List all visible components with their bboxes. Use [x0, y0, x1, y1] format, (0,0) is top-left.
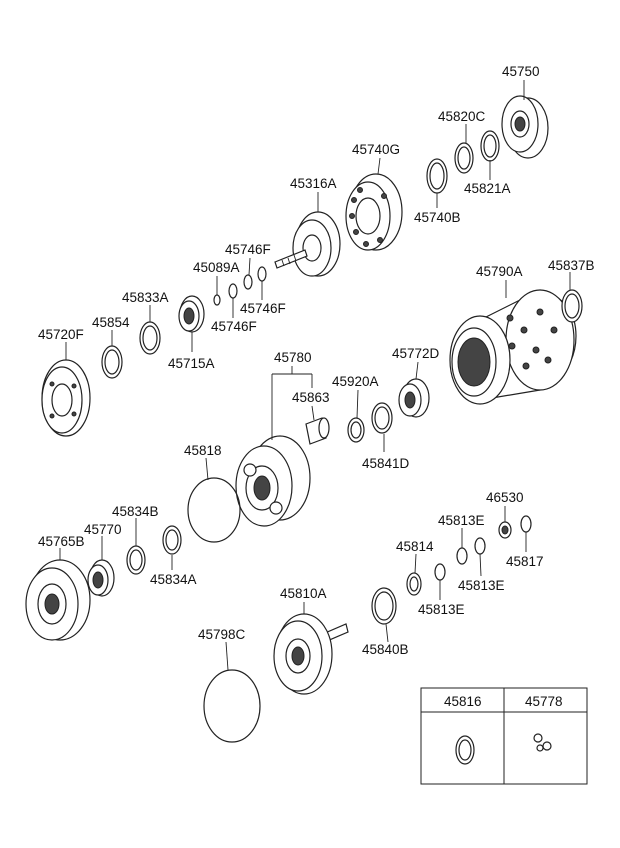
label-45817: 45817 [506, 554, 544, 569]
part-45798C-snap-ring [203, 669, 261, 743]
inset-part-45816-ring [455, 735, 475, 765]
inset-header-45816: 45816 [444, 694, 482, 709]
part-45780-carrier [235, 435, 311, 527]
part-45821A-ring [480, 130, 500, 162]
part-45854-ring [101, 345, 123, 379]
label-45798C: 45798C [198, 627, 246, 642]
label-45715A: 45715A [168, 356, 215, 371]
part-45813E-ring-b [474, 537, 486, 555]
part-45817-ring [520, 515, 532, 533]
part-45833A-ring [139, 321, 161, 355]
part-45740G-drum [345, 173, 403, 251]
label-45818: 45818 [184, 443, 222, 458]
part-45740B-ring [426, 158, 448, 194]
label-45780: 45780 [274, 350, 312, 365]
label-45750: 45750 [502, 64, 540, 79]
part-45790A-drum [449, 289, 577, 405]
label-45820C: 45820C [438, 109, 486, 124]
inset-table: 45816 45778 [420, 687, 588, 785]
part-45089A-clip [213, 294, 221, 306]
label-45834B: 45834B [112, 504, 159, 519]
inset-part-45778-seal [533, 733, 552, 752]
label-45833A: 45833A [122, 290, 169, 305]
part-45316A-drum [274, 211, 341, 277]
part-45720F-disc [41, 359, 91, 437]
part-45772D-bearing [398, 378, 430, 418]
part-45810A-carrier [273, 613, 349, 695]
part-45765B-gear [25, 559, 91, 641]
label-45746F-a: 45746F [225, 242, 271, 257]
part-45715A-bearing [178, 295, 205, 333]
label-45770: 45770 [84, 522, 122, 537]
label-45746F-b: 45746F [240, 301, 286, 316]
part-45837B-ring [561, 289, 583, 323]
part-45746F-ring-c [228, 283, 238, 299]
part-labels: 45750 45820C 45821A 45740G 45740B 45316A… [38, 64, 595, 657]
label-45765B: 45765B [38, 534, 85, 549]
label-45720F: 45720F [38, 327, 84, 342]
part-46530-seal [498, 521, 512, 539]
label-45813E-b: 45813E [458, 578, 505, 593]
label-45740G: 45740G [352, 142, 400, 157]
label-46530: 46530 [486, 490, 524, 505]
part-45750-hub [501, 95, 549, 159]
part-45770-bearing [87, 559, 115, 597]
label-45790A: 45790A [476, 264, 523, 279]
label-45920A: 45920A [332, 374, 379, 389]
part-45746F-ring-a [257, 266, 267, 282]
label-45863: 45863 [292, 390, 330, 405]
part-45813E-ring-c [434, 563, 446, 581]
leader-lines [59, 80, 571, 671]
part-45840B-ring [371, 587, 397, 625]
part-45818-snap-ring [187, 477, 241, 543]
label-45840B: 45840B [362, 642, 409, 657]
label-45841D: 45841D [362, 456, 410, 471]
label-45089A: 45089A [193, 260, 240, 275]
part-45834A-ring [162, 525, 182, 555]
label-45740B: 45740B [414, 210, 461, 225]
label-45837B: 45837B [548, 258, 595, 273]
part-45820C-ring [454, 142, 474, 174]
part-45746F-ring-b [243, 274, 253, 290]
part-45841D-ring [371, 402, 393, 434]
label-45814: 45814 [396, 539, 434, 554]
label-45854: 45854 [92, 315, 130, 330]
part-45863-bushing [305, 417, 330, 445]
label-45810A: 45810A [280, 586, 327, 601]
part-45834B-ring [126, 545, 146, 575]
label-45772D: 45772D [392, 346, 440, 361]
label-45746F-c: 45746F [211, 319, 257, 334]
part-45814-ring [406, 572, 422, 596]
label-45813E-c: 45813E [418, 602, 465, 617]
label-45821A: 45821A [464, 181, 511, 196]
part-45813E-ring-a [456, 547, 468, 565]
label-45834A: 45834A [150, 572, 197, 587]
label-45316A: 45316A [290, 176, 337, 191]
label-45813E-a: 45813E [438, 513, 485, 528]
part-45920A-ring [347, 417, 365, 443]
inset-header-45778: 45778 [525, 694, 563, 709]
